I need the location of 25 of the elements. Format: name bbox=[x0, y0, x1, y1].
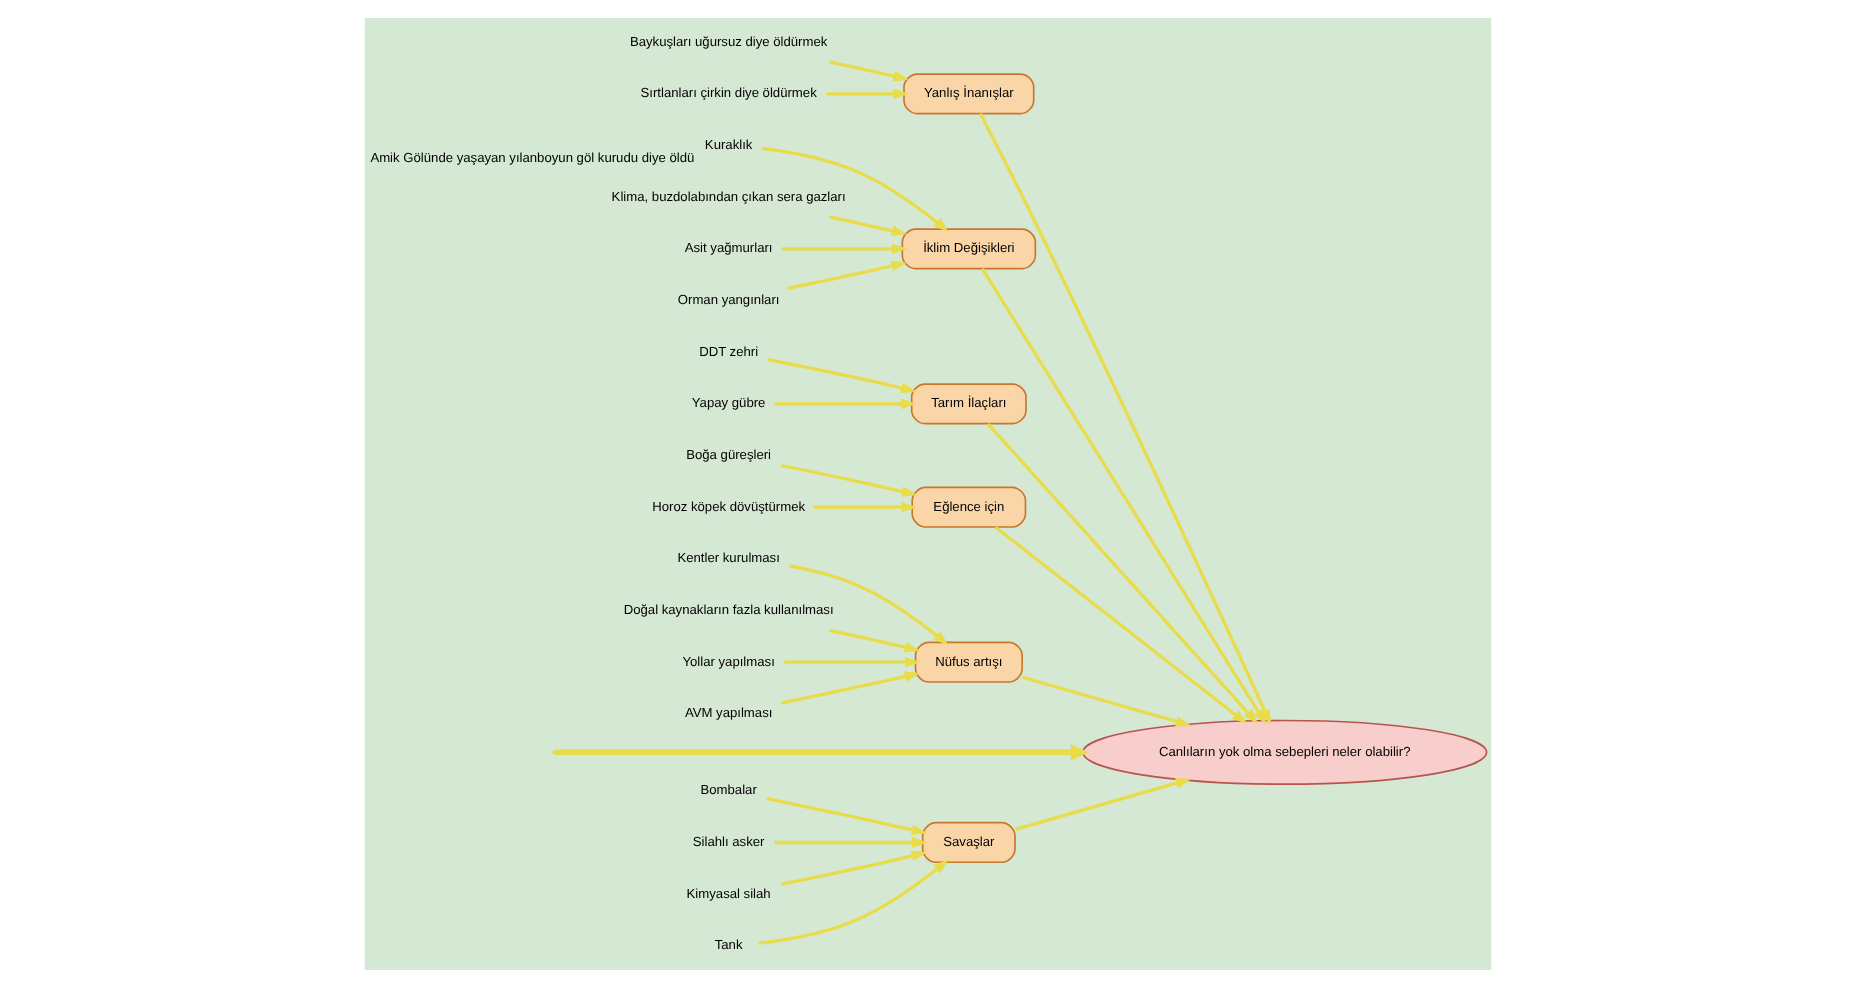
arrow bbox=[1014, 776, 1192, 831]
arrow bbox=[780, 849, 928, 885]
arrow bbox=[829, 214, 908, 236]
arrow bbox=[981, 267, 1267, 724]
arrow bbox=[978, 112, 1272, 725]
arrow bbox=[761, 145, 949, 231]
arrow bbox=[780, 670, 921, 704]
arrow bbox=[986, 422, 1259, 724]
arrow bbox=[780, 462, 918, 496]
arrow bbox=[758, 858, 949, 944]
arrow bbox=[829, 59, 909, 81]
arrow bbox=[766, 795, 928, 835]
arrow bbox=[787, 259, 908, 289]
arrow bbox=[826, 87, 909, 99]
arrow bbox=[994, 524, 1248, 724]
arrow bbox=[774, 836, 928, 847]
arrow bbox=[767, 356, 917, 393]
arrow bbox=[1022, 674, 1192, 726]
arrow bbox=[774, 397, 917, 409]
arrow bbox=[829, 627, 921, 652]
arrow bbox=[784, 655, 921, 667]
arrow bbox=[814, 500, 917, 512]
arrow bbox=[555, 743, 1090, 760]
arrow bbox=[781, 242, 908, 254]
arrow bbox=[788, 563, 949, 645]
